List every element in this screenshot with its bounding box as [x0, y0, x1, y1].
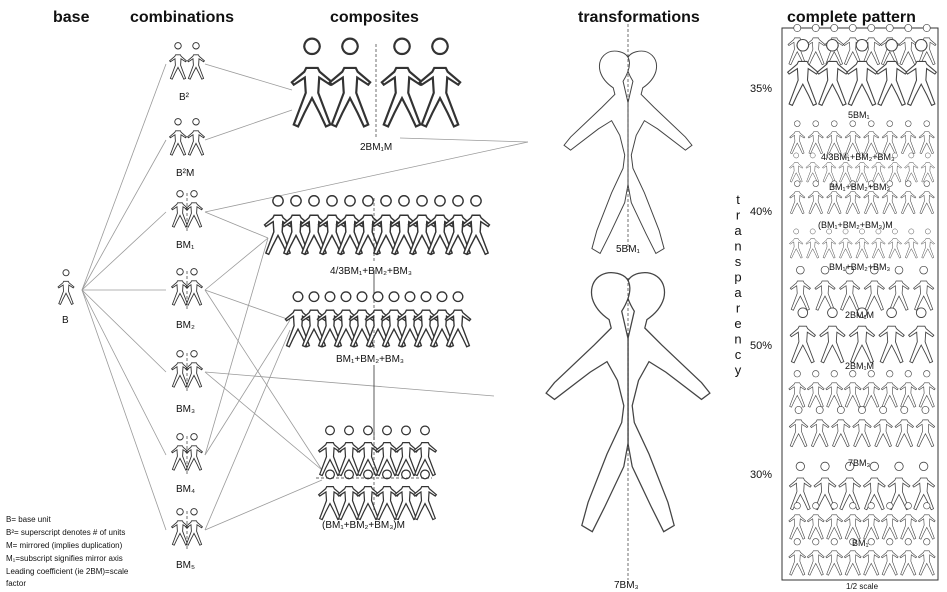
base-label: B	[62, 315, 69, 326]
base-figure	[57, 269, 75, 305]
transformation-5bm1: 5BM₁	[563, 24, 693, 255]
legend-line: B= base unit	[6, 515, 51, 524]
transparency-letter: r	[736, 301, 741, 316]
combination-label: BM₁	[176, 240, 195, 251]
combination-label: BM₃	[176, 404, 195, 415]
transformation-label: 5BM₁	[616, 244, 641, 255]
pattern-label: 5BM₁	[848, 110, 870, 120]
transparency-letter: n	[734, 332, 741, 347]
combinations-column: B² B²M BM₁ BM₂ BM₃ BM₄	[169, 42, 205, 571]
combination-label: BM₅	[176, 560, 195, 571]
transparency-letter: s	[735, 254, 742, 269]
composite-4-3bm: 4/3BM₁+BM₂+BM₃	[263, 194, 491, 277]
pattern-label: BM₁+BM₂+BM₃	[829, 262, 891, 272]
combination-bm1: BM₁	[171, 190, 203, 251]
legend-line: Leading coefficient (ie 2BM)=scale	[6, 567, 129, 576]
legend-line: M= mirrored (implies duplication)	[6, 541, 123, 550]
composite-2bm1m: 2BM₁M	[290, 37, 462, 153]
composite-label: (BM₁+BM₂+BM₃)M	[322, 520, 405, 531]
pattern-label: (BM₁+BM₂+BM₃)M	[818, 220, 893, 230]
combination-label: BM₄	[176, 484, 195, 495]
transformation-7bm3: 7BM₃	[545, 271, 711, 591]
figure-unit	[418, 37, 462, 128]
figure-unit	[290, 37, 334, 128]
combination-bm5: BM₅	[171, 508, 203, 571]
combination-label: B²M	[176, 168, 194, 179]
legend-line: B²= superscript denotes # of units	[6, 528, 125, 537]
transparency-letter: p	[734, 270, 741, 285]
base-connectors	[81, 63, 167, 531]
combination-bm3: BM₃	[171, 350, 203, 415]
combination-label: BM₂	[176, 320, 195, 331]
combination-connectors	[204, 63, 529, 531]
transparency-letter: n	[734, 239, 741, 254]
legend-line: M₁=subscript signifies mirror axis	[6, 554, 123, 563]
transparency-letter: a	[734, 285, 742, 300]
header-complete-pattern: complete pattern	[787, 9, 916, 26]
figure-unit	[412, 425, 438, 477]
combination-b2: B²	[169, 42, 205, 103]
figure-unit	[412, 469, 438, 521]
percentage-50: 50%	[750, 340, 772, 352]
scale-note: 1/2 scale	[846, 582, 879, 591]
figure-unit	[328, 37, 372, 128]
pattern-label: 2BM₁M	[845, 310, 874, 320]
combination-b2m: B²M	[169, 118, 205, 179]
transparency-letter: r	[736, 208, 741, 223]
combination-label: B²	[179, 92, 190, 103]
transparency-letter: c	[735, 347, 742, 362]
pattern-label: BM₁+BM₂+BM₃	[829, 182, 891, 192]
composite-label: BM₁+BM₂+BM₃	[336, 354, 404, 365]
legend: B= base unit B²= superscript denotes # o…	[6, 515, 129, 588]
figure-unit	[444, 291, 472, 348]
composite-bm-sum-mirrored: (BM₁+BM₂+BM₃)M	[316, 425, 438, 531]
header-combinations: combinations	[130, 9, 234, 26]
transparency-letter: t	[736, 192, 740, 207]
transformation-label: 7BM₃	[614, 580, 639, 591]
legend-line: factor	[6, 579, 26, 588]
composite-label: 2BM₁M	[360, 142, 392, 153]
combination-bm4: BM₄	[171, 433, 203, 495]
combination-bm2: BM₂	[171, 268, 203, 331]
composite-to-transformation-line	[399, 137, 529, 143]
figure-unit	[461, 194, 491, 256]
percentage-35: 35%	[750, 83, 772, 95]
percentage-30: 30%	[750, 469, 772, 481]
transparency-letter: e	[734, 316, 741, 331]
composite-label: 4/3BM₁+BM₂+BM₃	[330, 266, 412, 277]
header-base: base	[53, 9, 90, 26]
percentage-40: 40%	[750, 206, 772, 218]
pattern-label: 2BM₁M	[845, 361, 874, 371]
complete-pattern-frame	[781, 27, 939, 581]
header-transformations: transformations	[578, 9, 700, 26]
pattern-label: 4/3BM₁+BM₂+BM₃	[821, 152, 895, 162]
transparency-letter: y	[735, 363, 742, 378]
transparency-letter: a	[734, 223, 742, 238]
pattern-label: BM₁	[852, 538, 869, 548]
pattern-label: 7BM₃	[848, 458, 871, 468]
figure-unit	[380, 37, 424, 128]
header-composites: composites	[330, 9, 419, 26]
composite-bm-sum: BM₁+BM₂+BM₃	[284, 291, 472, 365]
